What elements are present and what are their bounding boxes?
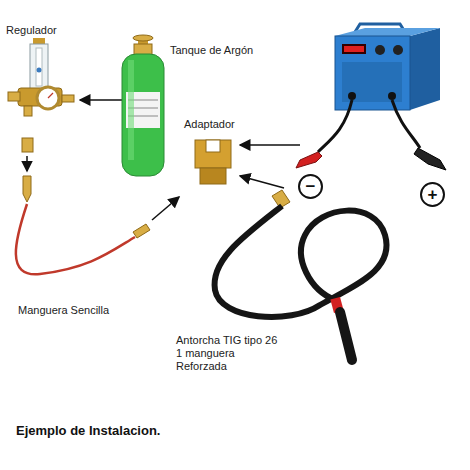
arrow (240, 144, 300, 146)
polarity-sign: − (306, 178, 316, 195)
part-label: Regulador (6, 24, 57, 37)
adapter (195, 140, 231, 184)
part-label: Antorcha TIG tipo 26 1 manguera Reforzad… (176, 334, 280, 373)
ground-clamp (296, 152, 322, 168)
simple-hose (16, 204, 135, 274)
polarity-sign: + (428, 186, 438, 203)
electrode-cable (392, 100, 420, 148)
part-label: Adaptador (184, 118, 235, 131)
arrow (80, 99, 122, 101)
welding-machine (335, 24, 440, 110)
hose-fitting (133, 224, 150, 238)
regulator (8, 38, 74, 116)
part-label: Tanque de Argón (170, 44, 253, 57)
ground-cable (318, 100, 352, 152)
fittings (22, 138, 33, 202)
polarity-circle: − (298, 174, 323, 199)
part-label: Manguera Sencilla (18, 304, 109, 317)
caption: Ejemplo de Instalacion. (16, 423, 160, 438)
electrode-holder (414, 148, 446, 170)
argon-tank (122, 35, 164, 176)
arrow (240, 176, 284, 188)
arrow (152, 197, 179, 220)
polarity-circle: + (420, 182, 445, 207)
